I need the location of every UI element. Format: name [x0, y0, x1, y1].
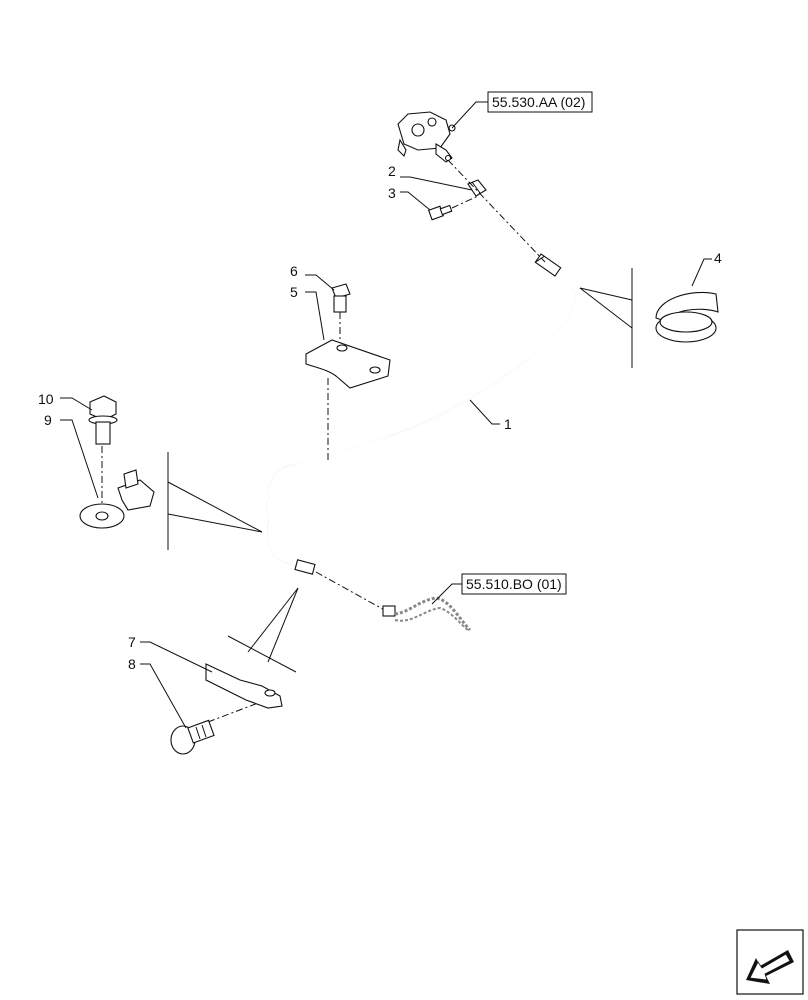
detail-pointer-4 [579, 268, 633, 368]
tube-assembly [266, 253, 576, 575]
detail-pointer-9 [167, 452, 263, 550]
callout-2: 2 [388, 163, 396, 179]
ring-clamp [79, 469, 155, 529]
sensor-unit [397, 111, 456, 163]
small-bolt [427, 204, 453, 221]
ref-box-55-530-AA[interactable]: 55.530.AA (02) [487, 91, 593, 113]
callout-9: 9 [44, 412, 52, 428]
clamp-bracket [305, 339, 391, 389]
clamp-bolt [331, 283, 351, 313]
callout-7: 7 [128, 634, 136, 650]
ref-label-55-530-AA: 55.530.AA (02) [492, 94, 585, 110]
callout-5: 5 [290, 284, 298, 300]
harness-connector [382, 596, 472, 632]
detail-pointer-7 [227, 587, 299, 673]
callout-6: 6 [290, 263, 298, 279]
callout-leaders [60, 101, 712, 729]
callout-3: 3 [388, 185, 396, 201]
ref-box-55-510-BO[interactable]: 55.510.BO (01) [461, 573, 567, 595]
callout-4: 4 [714, 250, 722, 266]
callout-1: 1 [504, 416, 512, 432]
arrow-icon[interactable] [736, 929, 804, 995]
center-lines [101, 159, 546, 723]
band-ring [655, 291, 719, 343]
callout-10: 10 [38, 391, 54, 407]
callout-8: 8 [128, 656, 136, 672]
mount-bracket [205, 663, 283, 709]
ref-label-55-510-BO: 55.510.BO (01) [466, 576, 562, 592]
terminal-bolt [88, 395, 118, 445]
mount-bolt [170, 719, 215, 755]
cap-part [467, 179, 487, 197]
